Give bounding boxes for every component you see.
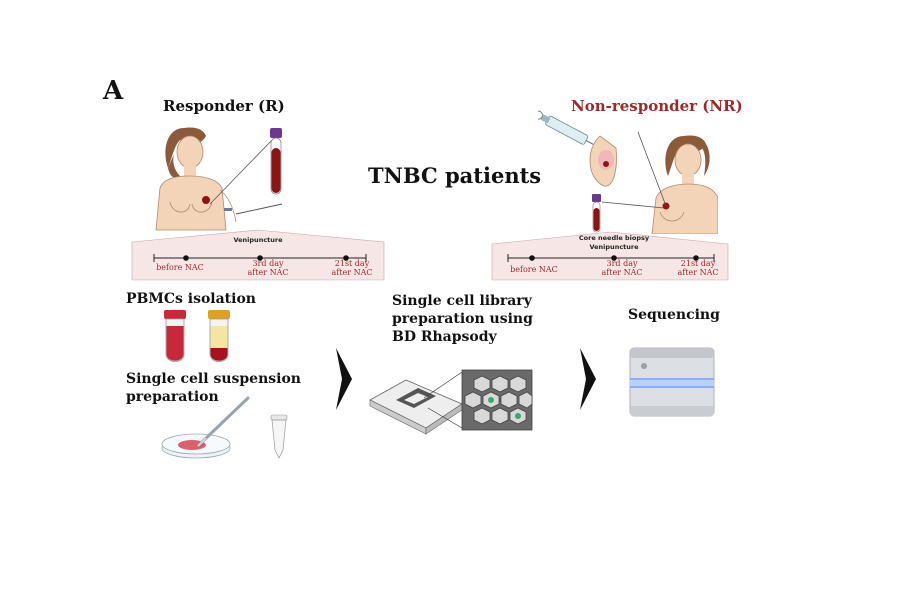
timepoint-label: after NAC	[602, 268, 643, 277]
timepoint-dot	[343, 255, 349, 261]
timepoint-label: 21st day	[681, 259, 716, 268]
arrow-right-icon	[580, 348, 596, 410]
responder-blood-tube-icon	[270, 128, 282, 195]
responder-patient-illustration	[155, 127, 283, 231]
nonresponder-procedure-biopsy: Core needle biopsy	[579, 234, 650, 242]
nonresponder-timeline: Core needle biopsy Venipuncture before N…	[491, 231, 729, 281]
center-title: TNBC patients	[368, 163, 542, 188]
sequencing-label: Sequencing	[628, 307, 720, 323]
microtube-icon	[270, 414, 288, 459]
timepoint-label: after NAC	[248, 268, 289, 277]
nonresponder-patient-illustration	[538, 110, 718, 234]
petri-dish-icon	[161, 396, 250, 459]
timepoint-label: 3rd day	[253, 259, 284, 268]
nonresponder-procedure-venipuncture: Venipuncture	[589, 243, 639, 251]
responder-title: Responder (R)	[163, 97, 285, 115]
pbmc-isolation-label: PBMCs isolation	[126, 291, 256, 307]
timepoint-label: 3rd day	[607, 259, 638, 268]
timepoint-dot	[257, 255, 263, 261]
arrow-right-icon	[336, 348, 352, 410]
library-preparation-label: Single cell library preparation using BD…	[392, 293, 533, 345]
timepoint-label: 21st day	[335, 259, 370, 268]
bd-rhapsody-cartridge-icon	[369, 369, 533, 435]
responder-timeline: Venipuncture before NAC 3rd day after NA…	[131, 229, 385, 281]
responder-procedure: Venipuncture	[233, 236, 283, 244]
timepoint-label: before NAC	[156, 263, 204, 272]
suspension-preparation-label: Single cell suspension preparation	[126, 371, 301, 405]
timepoint-dot	[183, 255, 189, 261]
sequencer-icon	[629, 347, 715, 417]
timepoint-dot	[611, 255, 617, 261]
timepoint-label: before NAC	[510, 265, 558, 274]
timepoint-dot	[693, 255, 699, 261]
timepoint-label: after NAC	[332, 268, 373, 277]
panel-letter: A	[103, 76, 124, 106]
timepoint-label: after NAC	[678, 268, 719, 277]
nonresponder-title: Non-responder (NR)	[571, 97, 743, 115]
pbmc-tubes-icon	[164, 310, 230, 362]
timepoint-dot	[529, 255, 535, 261]
